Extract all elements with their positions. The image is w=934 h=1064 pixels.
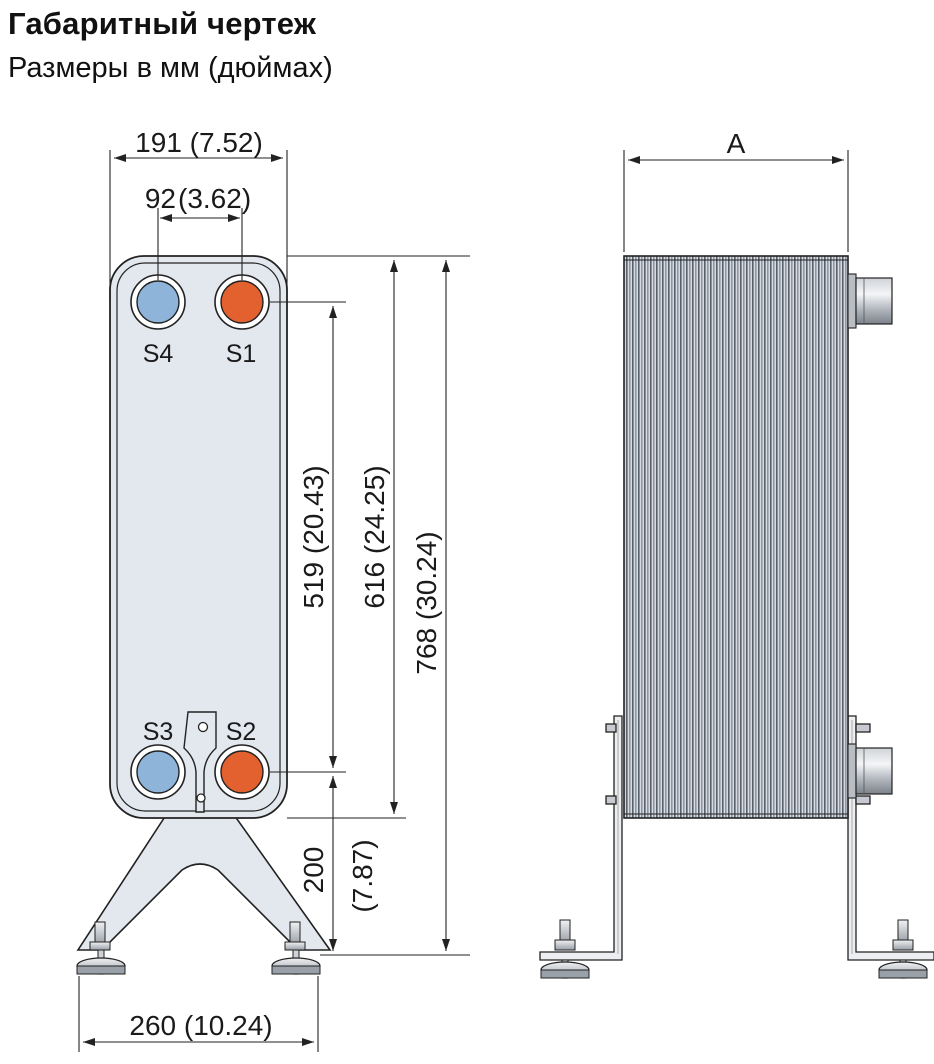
foot-left: [76, 921, 126, 975]
nozzle-bottom: [847, 743, 893, 799]
plate-pack: [623, 255, 849, 819]
stand-bracket: [183, 711, 217, 813]
dim-pack-length: A: [727, 128, 746, 159]
port-s4: [130, 274, 186, 330]
front-view: S4 S1 S3 S2: [76, 127, 470, 1052]
port-label-s4: S4: [143, 340, 174, 368]
dim-plate-height: 616 (24.25): [359, 465, 390, 608]
dim-total-width: 191 (7.52): [135, 127, 263, 158]
port-s3: [130, 744, 186, 800]
port-s2: [214, 744, 270, 800]
page-subtitle: Размеры в мм (дюймах): [8, 52, 333, 84]
bracket-left: [539, 715, 623, 961]
dim-stand-height: 200: [298, 847, 329, 894]
page-title: Габаритный чертеж: [8, 6, 316, 41]
port-s1: [214, 274, 270, 330]
dim-total-height: 768 (30.24): [411, 531, 442, 674]
foot-right: [271, 921, 321, 975]
dim-port-spacing-h-in: (3.62): [178, 183, 251, 214]
port-label-s1: S1: [226, 340, 257, 368]
plate-outer: [109, 255, 288, 819]
port-label-s2: S2: [226, 718, 257, 746]
side-foot-left: [540, 919, 590, 979]
bracket-bolt-top: [197, 721, 209, 733]
side-foot-right: [878, 919, 928, 979]
dim-port-spacing-h: 92: [145, 183, 176, 214]
nozzle-top: [847, 273, 893, 329]
dim-port-spacing-v: 519 (20.43): [298, 465, 329, 608]
bracket-bolt-bottom: [196, 793, 206, 803]
port-label-s3: S3: [143, 718, 174, 746]
side-view: A: [539, 128, 934, 979]
dim-foot-spacing: 260 (10.24): [129, 1010, 272, 1041]
dim-stand-height-in: (7.87): [347, 839, 378, 912]
